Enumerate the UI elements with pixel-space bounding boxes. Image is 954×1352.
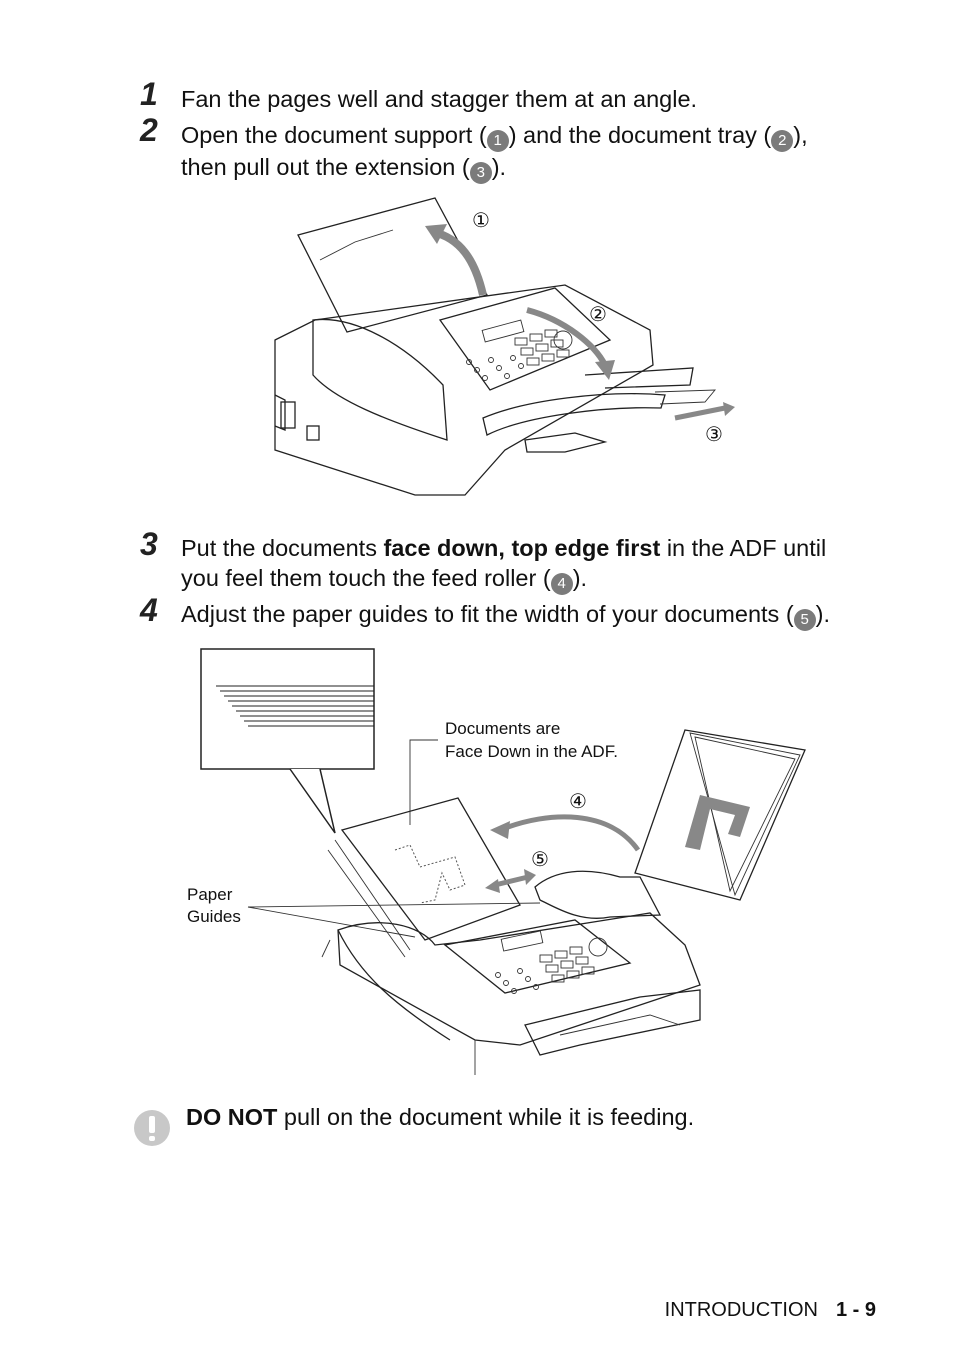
documents-label-line1: Documents are [445, 719, 561, 738]
caution-note: DO NOT pull on the document while it is … [186, 1104, 695, 1130]
step-number: 2 [140, 112, 158, 148]
footer-section: INTRODUCTION [664, 1299, 818, 1321]
circled-number: 1 [486, 130, 509, 152]
paper-guides-label-line2: Guides [187, 907, 241, 926]
callout-1: ① [472, 210, 490, 232]
callout-4: ④ [569, 791, 587, 813]
step-number: 1 [140, 76, 158, 112]
step-4-text: Adjust the paper guides to fit the width… [181, 599, 830, 631]
fax-machine-illustration [274, 197, 735, 496]
step-1-text: Fan the pages well and stagger them at a… [181, 86, 698, 112]
circled-number: 4 [550, 573, 573, 595]
callout-5: ⑤ [531, 849, 549, 871]
circled-number: 5 [793, 609, 816, 631]
step-number: 4 [140, 592, 158, 628]
callout-3: ③ [705, 424, 723, 446]
step-2-text: Open the document support (1) and the do… [181, 120, 808, 184]
step-number: 3 [140, 526, 158, 562]
circled-number: 3 [469, 162, 492, 184]
paper-guides-label-line1: Paper [187, 885, 233, 904]
circled-number: 2 [771, 130, 794, 152]
caution-icon [134, 1110, 170, 1146]
documents-label-line2: Face Down in the ADF. [445, 742, 618, 761]
page-number: 1 - 9 [835, 1299, 876, 1321]
callout-2: ② [589, 304, 607, 326]
document-loading-illustration [200, 648, 806, 1075]
step-3-text: Put the documents face down, top edge fi… [181, 533, 826, 595]
page-footer: INTRODUCTION 1 - 9 [665, 1299, 876, 1322]
